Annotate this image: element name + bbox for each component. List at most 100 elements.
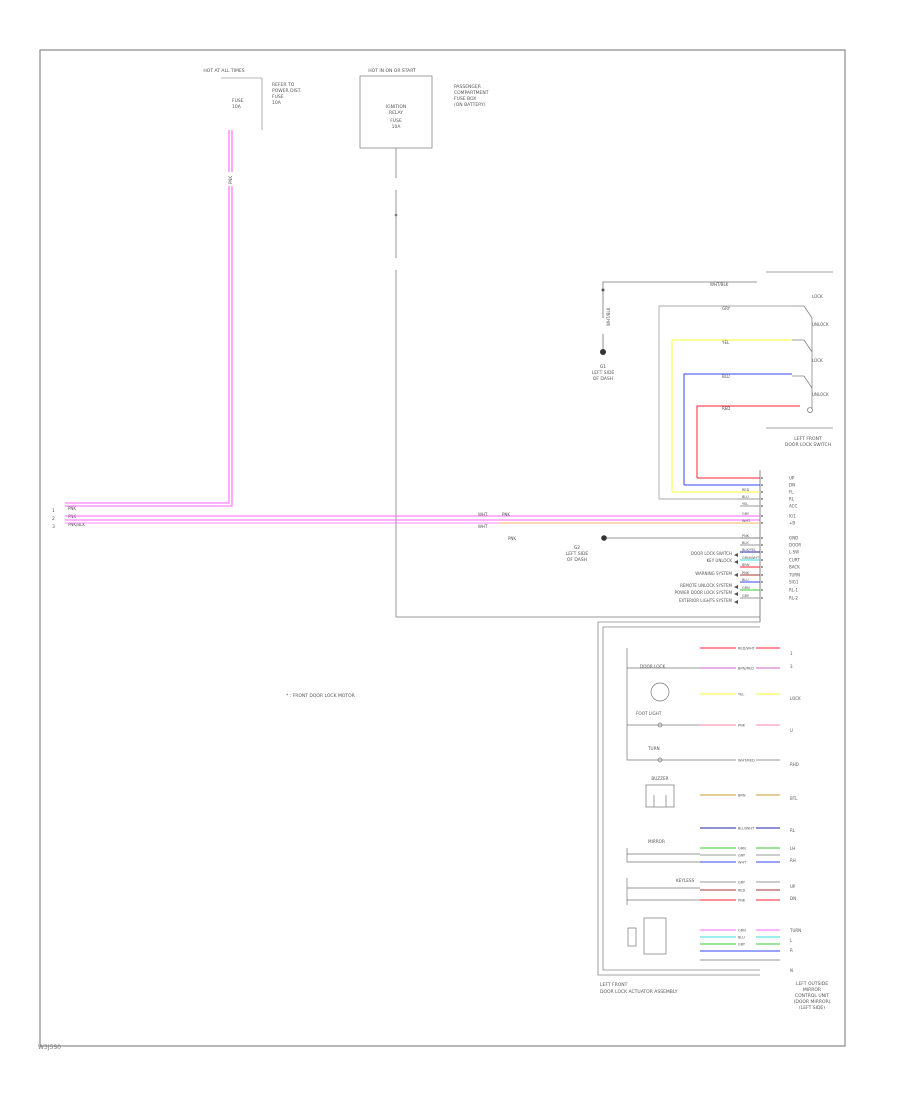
switch-contacts [792, 305, 813, 408]
lower-wire-label: PNK [738, 723, 746, 727]
switch-ground-symbol [807, 407, 813, 413]
lower-wire-label: BLU/WHT [738, 826, 755, 830]
switch-title-2: DOOR LOCK SWITCH [785, 442, 831, 448]
left-wire-color-3: PNK/BLK [68, 522, 85, 527]
connector-pin-label: ACC [789, 504, 797, 509]
connector-pin-dot [761, 477, 763, 479]
actuator-title-1: LEFT FRONT [600, 982, 628, 988]
connector-pin-label: CURT [789, 558, 800, 563]
relay-note-1: PASSENGER [454, 84, 481, 90]
diagram-frame [39, 49, 846, 1047]
ground-g1-label-bg [600, 318, 607, 334]
component-label-1: DOOR LOCK [640, 664, 665, 669]
gray-wire-node [394, 213, 398, 217]
connector-pin-dot [761, 522, 763, 524]
connector-pin-dot [761, 498, 763, 500]
lower-pin-label: 3 [790, 664, 793, 669]
relay-text-2: RELAY [389, 110, 403, 116]
connector-pin-dot [761, 581, 763, 583]
lower-wire-label-bg [736, 879, 756, 884]
component-label-5: MIRROR [648, 839, 665, 844]
connector-pin-label: SIG1 [789, 580, 799, 585]
lower-pin-label: R [790, 948, 793, 953]
left-wire-color-1: PNK [68, 506, 76, 511]
switch-pin-3: LOCK [812, 358, 823, 363]
switch-wire-label-yellow: YEL [721, 340, 730, 345]
lower-wire-label: RED [738, 888, 746, 892]
lower-wire-label: WHT [738, 860, 747, 864]
system-label-2: KEY UNLOCK [707, 558, 733, 563]
lower-wire-label: GRY [738, 880, 746, 884]
lower-pin-label: RL [790, 828, 796, 833]
system-arrows [734, 553, 738, 604]
connector-pin-label: RL-1 [789, 588, 798, 593]
ground-g1-text-3: OF DASH [593, 376, 613, 382]
connector-pin-dot [761, 484, 763, 486]
lower-pin-label: U [790, 728, 793, 733]
lower-pin-label: N [790, 968, 793, 973]
connector-pin-dot [761, 574, 763, 576]
connector-wire-color-label: BLU [742, 578, 749, 582]
lower-wire-label: GRN [738, 928, 746, 932]
connector-pin-label: L-SW [789, 550, 799, 555]
lower-wire-label: PNK [738, 898, 746, 902]
ground-g1-wire-label: WHT/BLK [606, 307, 611, 326]
switch-wire-gray [658, 305, 792, 492]
center-note: * : FRONT DOOR LOCK MOTOR [286, 693, 355, 699]
lower-wire-label: GRN [738, 846, 746, 850]
connector-wire-color-label: RED [742, 488, 750, 492]
fuse-box-title: HOT AT ALL TIMES [203, 68, 244, 74]
fuse-side-note-2: POWER DIST. [272, 88, 301, 94]
switch-wire-blue [683, 373, 792, 485]
connector-pin-label: GND [789, 536, 798, 541]
connector-pin-label: +B [789, 521, 795, 526]
connector-wire-color-label: GRN [742, 586, 750, 590]
lower-wire-label-bg [736, 941, 756, 946]
relay-note-2: COMPARTMENT [454, 90, 489, 96]
component-label-2: FOOT LIGHT [636, 711, 662, 716]
relay-text-1: IGNITION [386, 104, 407, 110]
system-label-3: WARNING SYSTEM [695, 571, 732, 576]
connector-pin-dot [761, 491, 763, 493]
lower-wire-group: RED/WHTBRN/REDYELPNKWHT/REDBRNBLU/WHTGRN… [700, 645, 780, 961]
system-label-4: REMOTE UNLOCK SYSTEM [680, 583, 732, 588]
fuse-note-2: 10A [232, 104, 242, 110]
switch-wire-label-gray: GRY [722, 306, 731, 311]
lower-pin-label: UP [790, 884, 796, 889]
lower-wire-label: WHT/RED [738, 758, 755, 762]
connector-pin-dot [761, 589, 763, 591]
connector-wire-color-label: BRN [742, 563, 750, 567]
switch-wire-yellow [671, 339, 792, 492]
lower-pin-label: TURN [789, 928, 801, 933]
relay-box [359, 75, 433, 149]
system-label-6: EXTERIOR LIGHTS SYSTEM [679, 598, 733, 603]
fuse-side-note-1: REFER TO [272, 82, 295, 88]
lower-components [626, 648, 700, 955]
lower-pin-label: DN [790, 896, 796, 901]
connector-wire-color-label: BLK [742, 541, 749, 545]
connector-pin-dot [761, 559, 763, 561]
relay-note-3: FUSE BOX [454, 96, 476, 102]
component-label-3: TURN [647, 746, 660, 751]
lower-wire-label-bg [736, 927, 756, 932]
ground-g1-text-2: LEFT SIDE [592, 370, 615, 376]
pink-wire-label-bg [226, 172, 234, 186]
connector-wire-color-label: WHT [742, 519, 751, 523]
connector-wire-color-label: PNK [742, 534, 750, 538]
lower-pin-label: RHD [790, 762, 799, 767]
connector-wire-color-label: YEL [742, 502, 748, 506]
gray-wire-label-bg [392, 178, 400, 190]
switch-wire-red [696, 405, 800, 478]
component-label-4: BUZZER [651, 776, 668, 781]
connector-pin-dot [761, 597, 763, 599]
ground-g2-symbol [601, 535, 607, 541]
switch-wire-label-blue: BLU [722, 374, 730, 379]
lower-wire-label: YEL [738, 692, 744, 696]
left-wire-num-1: 1 [52, 508, 55, 514]
actuator-title-2: DOOR LOCK ACTUATOR ASSEMBLY [600, 989, 678, 995]
lower-wire-label: BRN/RED [738, 666, 754, 670]
lower-wire-label: RED/WHT [738, 646, 756, 650]
ground-g1-text-1: G1 [600, 364, 606, 370]
